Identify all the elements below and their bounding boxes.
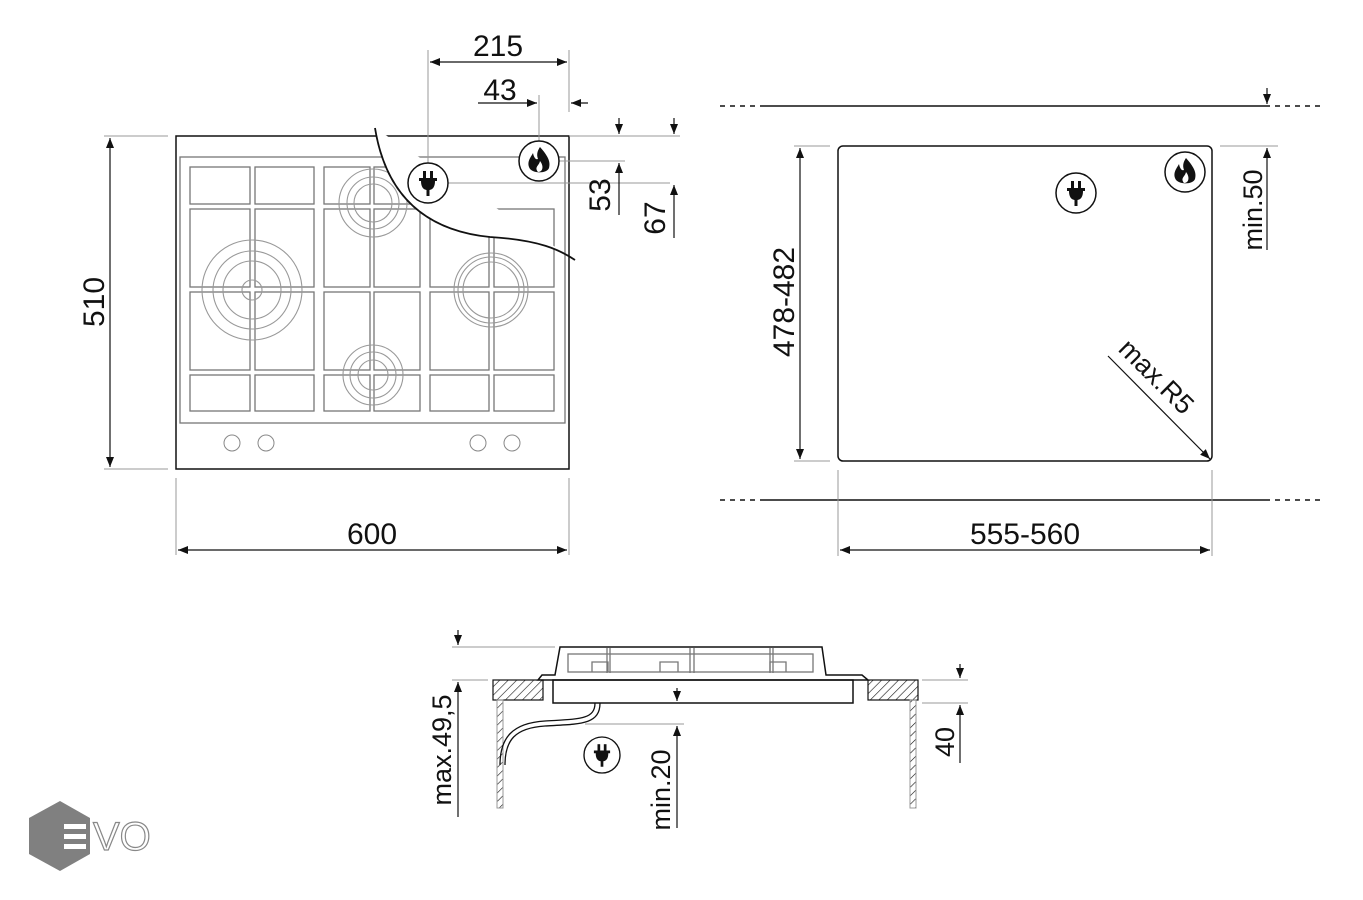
hob-body	[552, 679, 854, 704]
dim-offset-43: 43	[483, 74, 516, 107]
dim-cutout-width: 555-560	[970, 518, 1080, 551]
dim-min-clearance: min.20	[646, 749, 676, 830]
burner-medium-right	[453, 252, 529, 328]
cutout-view: 478-482 555-560 min.50 max.R5	[720, 88, 1325, 556]
dim-offset-53: 53	[584, 178, 617, 211]
cutaway-curve	[374, 127, 576, 261]
cutout-outline	[837, 145, 1213, 462]
evo-logo: VO	[29, 801, 151, 871]
grate-frame	[179, 156, 566, 424]
grate-cells	[189, 166, 555, 412]
cabinet-wall-left	[496, 699, 504, 809]
side-view: max.49,5 min.20 40	[427, 630, 968, 831]
dim-depth-510: 510	[78, 277, 111, 327]
burner-medium-top	[338, 168, 408, 238]
hob-top-view: 600 510 215 43 53 67	[78, 30, 680, 555]
countertop-left	[492, 679, 544, 701]
dim-max-height: max.49,5	[427, 694, 457, 805]
dim-width-600: 600	[347, 518, 397, 551]
cabinet-wall-right	[909, 699, 917, 809]
burner-small	[342, 344, 404, 406]
burner-large	[201, 239, 303, 341]
countertop-right	[867, 679, 919, 701]
dim-cutout-depth: 478-482	[768, 247, 801, 357]
control-knobs	[223, 434, 521, 452]
side-grate	[567, 648, 814, 673]
dim-offset-67: 67	[639, 201, 672, 234]
logo-text: VO	[93, 815, 151, 859]
plug-icon	[1055, 172, 1097, 214]
dim-max-radius: max.R5	[1113, 333, 1200, 420]
plug-icon	[407, 162, 449, 204]
dim-offset-215: 215	[473, 30, 523, 63]
flame-icon	[1164, 151, 1206, 193]
hob-plate	[536, 646, 871, 681]
hob-outline	[175, 135, 570, 470]
power-cable	[504, 702, 601, 766]
dim-min-wall: min.50	[1238, 169, 1268, 250]
flame-icon	[518, 140, 560, 182]
plug-icon	[583, 736, 621, 774]
dim-countertop-40: 40	[930, 727, 960, 757]
